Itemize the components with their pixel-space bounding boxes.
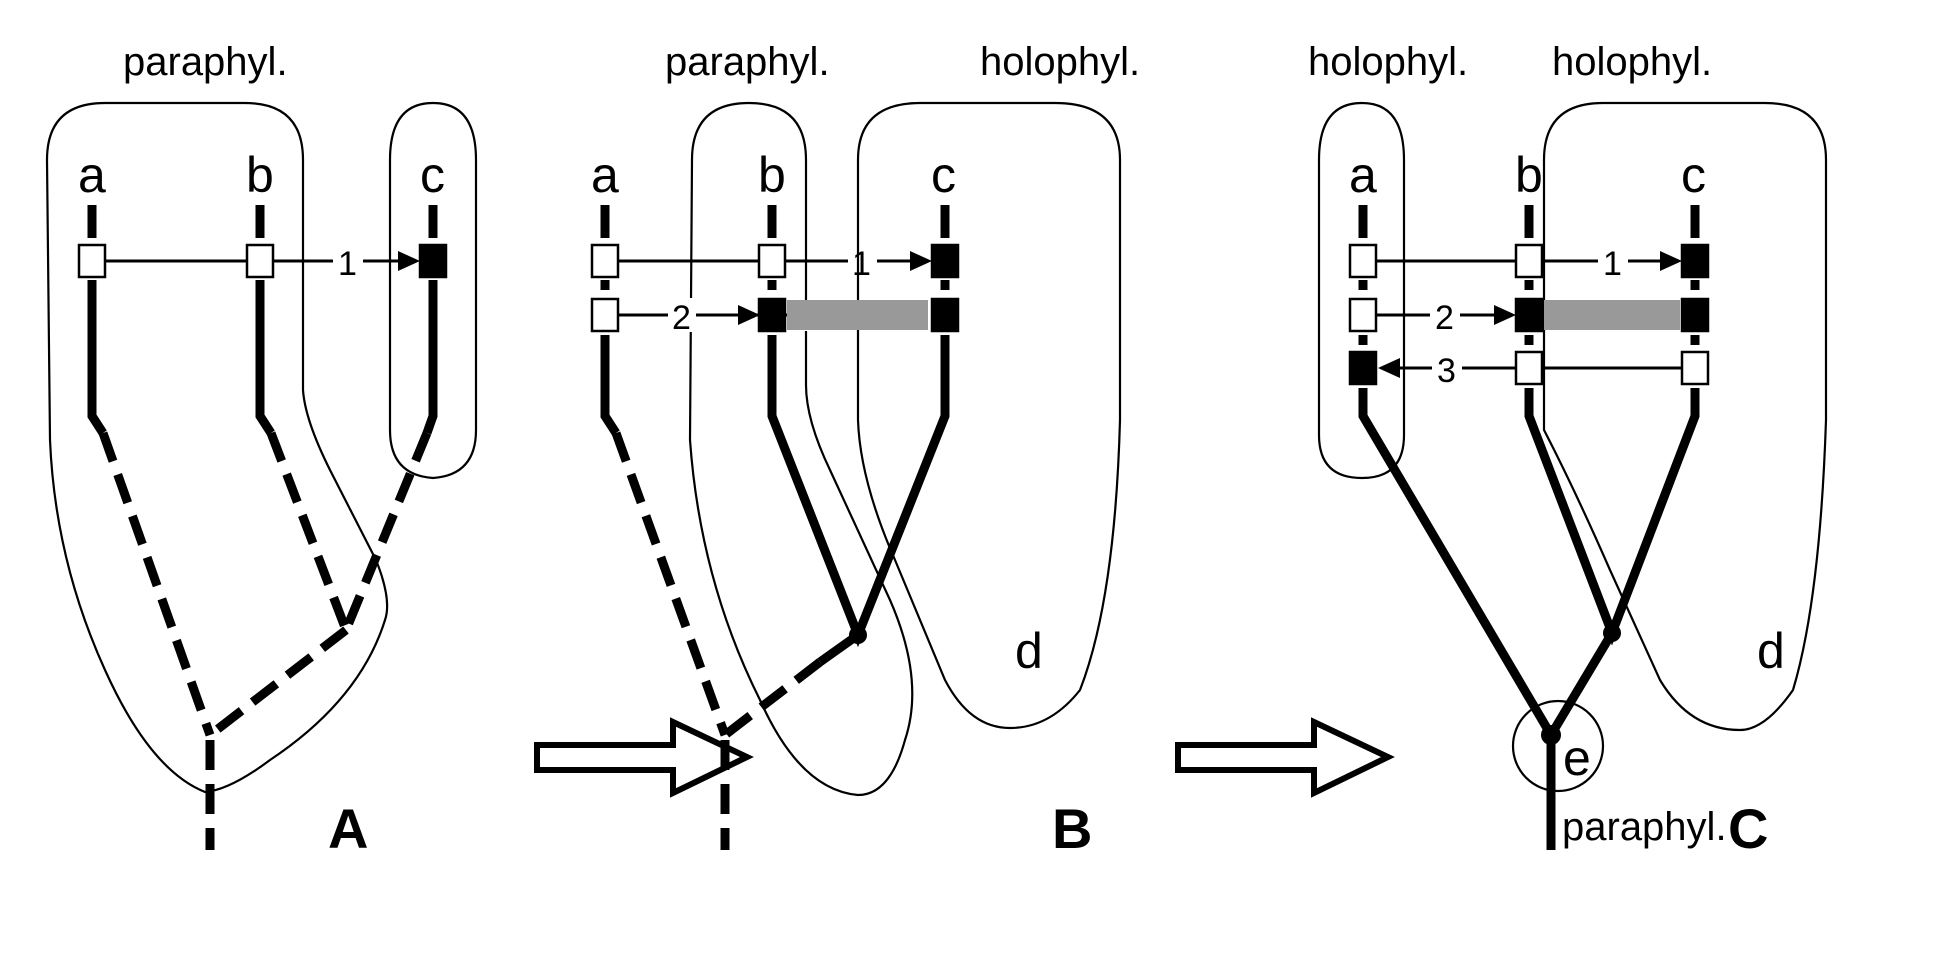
panel-b: paraphyl. holophyl. 1 [590,40,1140,860]
char-number-1: 1 [1603,245,1622,283]
char-number-2: 2 [1435,299,1454,337]
tree-c [1358,205,1700,850]
group-outline-paraphyletic [688,101,914,797]
branch-b [255,280,275,436]
tree-a [87,205,438,850]
arrowhead-icon [1494,305,1516,325]
branch-bc-stem [207,626,349,739]
branch-a-stem [98,431,215,737]
char-state-filled [418,243,448,279]
taxon-a: a [78,147,106,203]
node-e [1541,725,1561,745]
group-label-holophyletic: holophyl. [1552,40,1712,84]
branch-a [87,280,107,436]
char-state-filled [1514,297,1544,333]
tree-b [600,205,950,850]
synapomorphy-bar [1544,300,1680,330]
node-label-d: d [1757,623,1785,679]
group-label-paraphyletic-bottom: paraphyl. [1562,805,1727,849]
arrowhead-icon [738,305,760,325]
group-outline-paraphyletic [45,101,389,794]
group-outline-holophyletic [856,101,1122,730]
char-state-filled [930,243,960,279]
branch-d [1547,630,1616,738]
group-label-holophyletic: holophyl. [980,40,1140,84]
group-outline-c [388,101,478,480]
taxon-c: c [1681,147,1706,203]
branch-d-solid [817,631,861,666]
transition-arrow-icon [534,717,754,798]
group-label-paraphyletic: paraphyl. [665,40,830,84]
clade-bc [1524,388,1700,646]
branch-a [1358,388,1555,738]
group-outline-a [1317,101,1406,480]
char-state-open [1348,243,1378,279]
arrowhead-icon [1378,358,1400,378]
branch-d-stem [722,658,823,739]
taxon-b: b [1515,147,1543,203]
char-state-open [1680,350,1710,386]
char-state-open [757,243,787,279]
branch-c-stem [341,431,432,632]
taxon-a: a [1349,147,1377,203]
char-number-1: 1 [852,245,871,283]
node-e-outline [1511,699,1605,793]
group-label-holophyletic: holophyl. [1308,40,1468,84]
group-label-paraphyletic: paraphyl. [123,40,288,84]
panel-c: holophyl. holophyl. 1 [1308,40,1828,860]
panel-letter-a: A [328,797,368,860]
branch-a-stem [611,431,730,737]
char-state-filled [1348,350,1378,386]
taxon-b: b [246,147,274,203]
transition-arrow-icon [1175,717,1395,798]
char-state-open [590,297,620,333]
char-number-2: 2 [672,299,691,337]
char-state-open [77,243,107,279]
taxon-c: c [420,147,445,203]
branch-b-stem [266,431,351,632]
branch-c [422,280,438,435]
synapomorphy-bar [787,300,928,330]
arrowhead-icon [1660,251,1682,271]
taxon-a: a [591,147,619,203]
arrowhead-icon [910,251,932,271]
arrowhead-icon [398,251,420,271]
panel-letter-b: B [1052,797,1092,860]
char-state-filled [757,297,787,333]
group-outline-holophyletic [1542,101,1828,732]
node-label-d: d [1015,623,1043,679]
char-number-1: 1 [338,245,357,283]
node-label-e: e [1563,730,1591,786]
taxon-b: b [758,147,786,203]
panel-letter-c: C [1728,797,1768,860]
taxon-c: c [931,147,956,203]
char-state-open [1514,243,1544,279]
node-d [1603,624,1621,642]
branch-a [600,335,620,436]
char-state-open [1348,297,1378,333]
label-gap [668,298,696,332]
char-state-open [1514,350,1544,386]
panel-a: paraphyl. 1 a b c A [45,40,478,860]
char-state-open [245,243,275,279]
char-state-filled [930,297,960,333]
char-state-filled [1680,243,1710,279]
char-number-3: 3 [1437,352,1456,390]
char-state-open [590,243,620,279]
char-state-filled [1680,297,1710,333]
